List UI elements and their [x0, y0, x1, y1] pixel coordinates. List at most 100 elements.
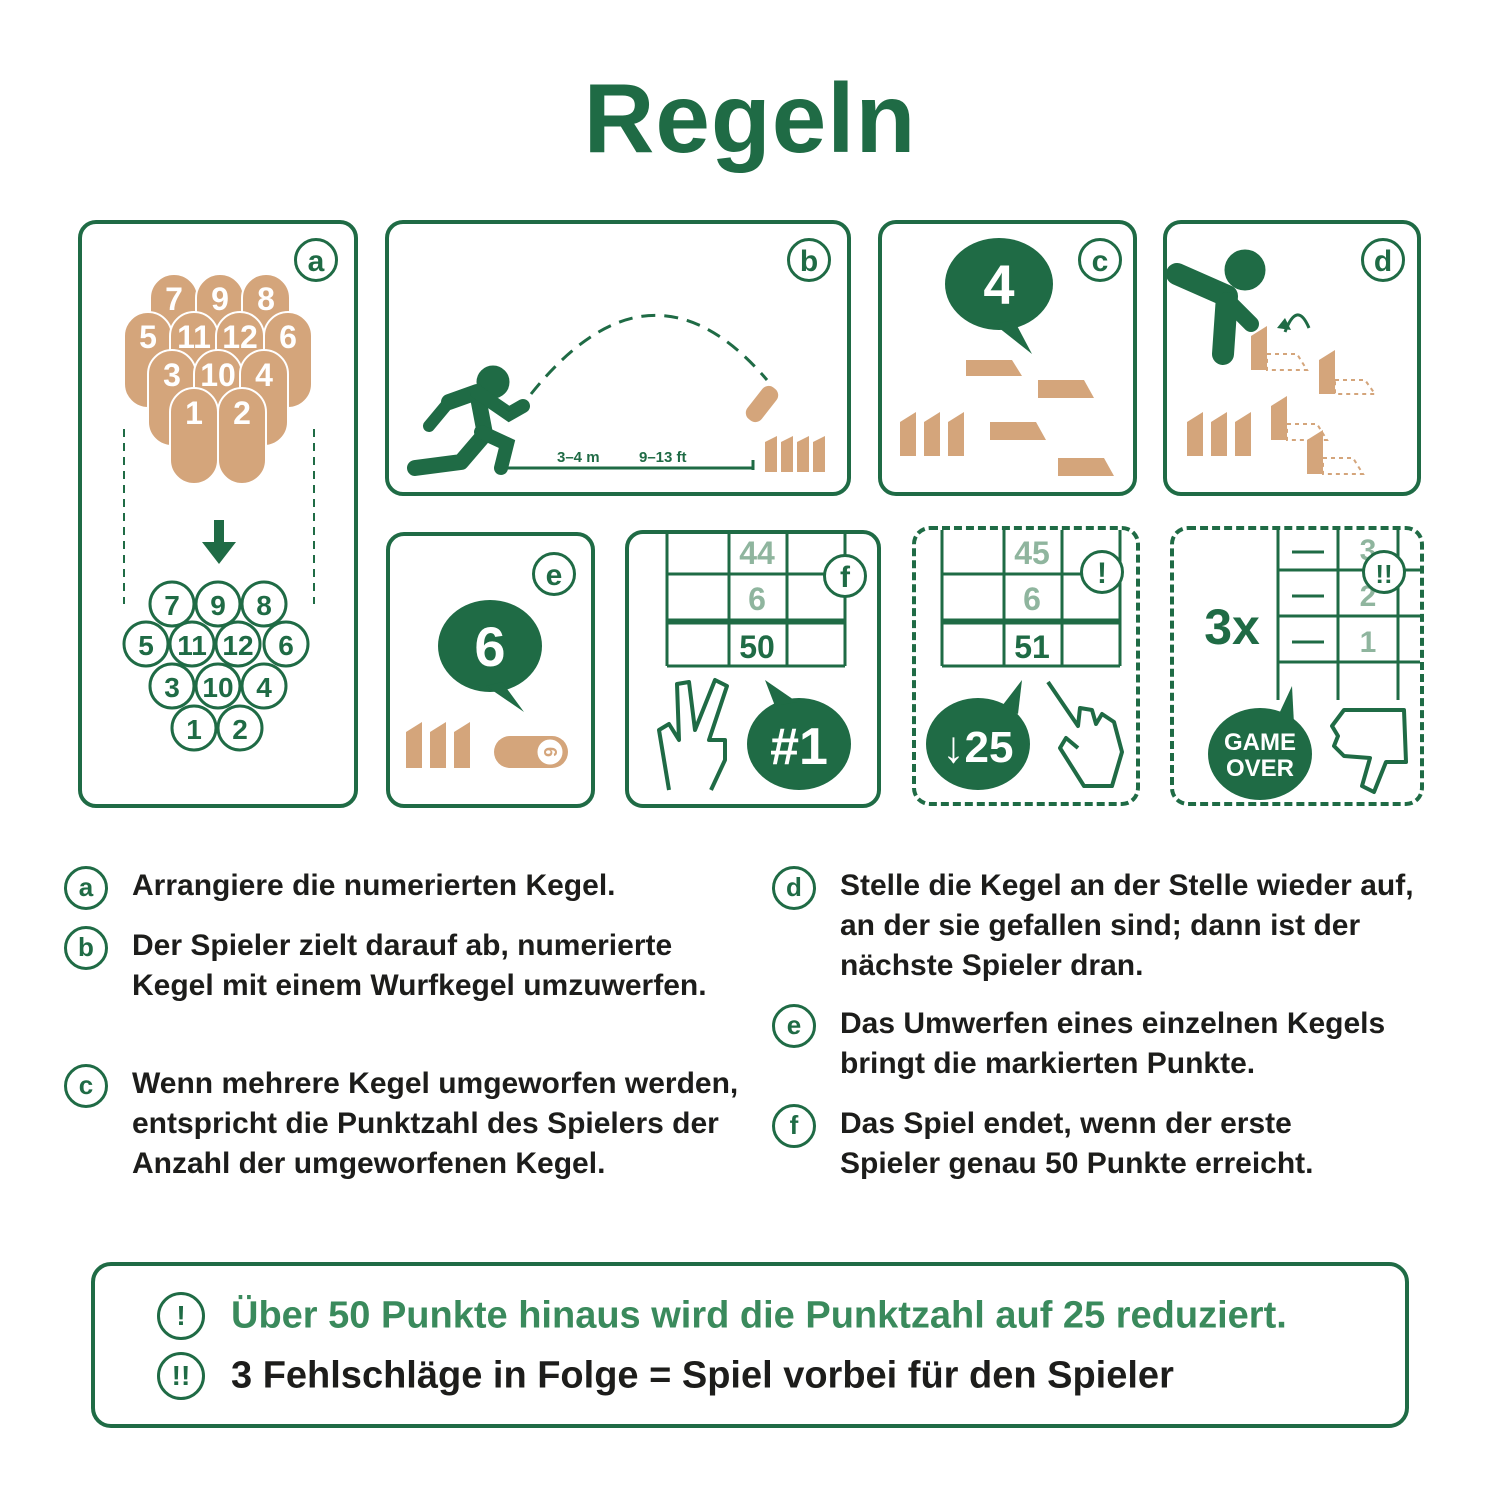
winning-scoreboard-illustration: 44 6 50 #1 [657, 534, 851, 791]
panel-warning-overflow: 45 6 51 ↓25 ! [912, 526, 1140, 806]
svg-text:OVER: OVER [1226, 755, 1294, 782]
svg-text:1: 1 [1360, 626, 1377, 659]
reset-pins-illustration [1167, 249, 1377, 475]
pin-number: 3 [164, 672, 180, 703]
speech-bubble-icon [945, 238, 1053, 330]
runner-icon [407, 365, 530, 476]
pin-number: 12 [222, 630, 253, 661]
speech-bubble-icon [438, 600, 542, 692]
pin-position: 11 [168, 620, 216, 668]
panel-d: d [1163, 220, 1421, 496]
pin-number: 12 [222, 319, 258, 355]
svg-text:6: 6 [748, 581, 766, 617]
single-pin-illustration: 6 6 [406, 600, 568, 768]
panel-warning-game-over: 3 2 1 3x GAME OVER !! [1170, 526, 1424, 806]
notes-box: ! Über 50 Punkte hinaus wird die Punktzah… [91, 1262, 1409, 1428]
rule-text: Das Spiel endet, wenn der erste Spieler … [840, 1107, 1314, 1180]
badge-d: d [1361, 238, 1405, 282]
pin-number: 8 [257, 281, 275, 317]
pin-position: 1 [170, 704, 218, 752]
svg-text:GAME: GAME [1224, 729, 1296, 756]
svg-text:6: 6 [474, 615, 505, 678]
badge-e: e [532, 552, 576, 596]
rule-text: Der Spieler zielt darauf ab, numerierte … [132, 929, 707, 1002]
pin-number: 6 [278, 630, 294, 661]
pin-position: 3 [148, 662, 196, 710]
page-title: Regeln [583, 63, 917, 173]
svg-text:↓25: ↓25 [943, 723, 1014, 772]
pin-number: 10 [200, 357, 236, 393]
badge-a: a [294, 238, 338, 282]
speech-bubble-icon [1208, 708, 1312, 800]
rule-letter: c [64, 1064, 108, 1108]
svg-text:45: 45 [1014, 535, 1050, 571]
pin-number: 7 [165, 281, 183, 317]
pin-position: 7 [148, 580, 196, 628]
rule-letter: d [772, 866, 816, 910]
rule-text: Das Umwerfen eines einzelnen Kegels brin… [840, 1007, 1386, 1080]
thumbs-down-icon [1330, 708, 1408, 794]
note-three-misses: !!3 Fehlschläge in Folge = Spiel vorbei … [157, 1352, 1174, 1400]
pin-number: 2 [232, 714, 248, 745]
bending-person-icon [1167, 249, 1266, 365]
pin-position: 8 [240, 580, 288, 628]
multiple-pins-illustration: 4 [900, 238, 1114, 476]
pin-position: 6 [262, 620, 310, 668]
pin-position: 5 [122, 620, 170, 668]
pin-number: 5 [139, 319, 157, 355]
rule-text: Stelle die Kegel an der Stelle wieder au… [840, 869, 1414, 982]
note-text: Über 50 Punkte hinaus wird die Punktzahl… [231, 1294, 1287, 1337]
svg-text:50: 50 [739, 629, 775, 665]
pin-number: 6 [279, 319, 297, 355]
pin-number: 4 [255, 357, 273, 393]
speech-bubble-icon [926, 698, 1030, 790]
rule-letter: f [772, 1104, 816, 1148]
panel-c: 4 c [878, 220, 1137, 496]
note-text: 3 Fehlschläge in Folge = Spiel vorbei fü… [231, 1354, 1174, 1397]
panel-e: 6 6 e [386, 532, 595, 808]
distance-feet-label: 9–13 ft [639, 449, 687, 466]
pin-number: 4 [256, 672, 272, 703]
standing-pin: 1 [169, 387, 219, 485]
pin-position: 9 [194, 580, 242, 628]
svg-text:6: 6 [1023, 581, 1041, 617]
badge-warning-1: ! [1080, 550, 1124, 594]
badge-warning-2: !! [1362, 550, 1406, 594]
pin-number: 11 [177, 630, 207, 661]
badge-f: f [823, 554, 867, 598]
pin-number: 1 [185, 395, 203, 431]
note-overflow: ! Über 50 Punkte hinaus wird die Punktzah… [157, 1292, 1287, 1340]
svg-text:#1: #1 [770, 718, 828, 776]
panel-f: 44 6 50 #1 f [625, 530, 881, 808]
pin-position: 4 [240, 662, 288, 710]
svg-text:6: 6 [540, 747, 560, 757]
pin-number: 8 [256, 590, 272, 621]
pin-position: 2 [216, 704, 264, 752]
rule-letter: a [64, 866, 108, 910]
victory-hand-icon [657, 678, 729, 791]
pin-number: 2 [233, 395, 251, 431]
pin-number: 3 [163, 357, 181, 393]
throw-illustration: 3–4 m 9–13 ft [407, 313, 825, 476]
pin-number: 10 [202, 672, 233, 703]
rule-letter: e [772, 1004, 816, 1048]
pin-number: 7 [164, 590, 180, 621]
rule-letter: b [64, 926, 108, 970]
score-reduction-illustration: 45 6 51 ↓25 [926, 530, 1124, 790]
note-letter: ! [157, 1292, 205, 1340]
rule-text: Wenn mehrere Kegel umgeworfen werden, en… [132, 1067, 739, 1180]
pin-number: 5 [138, 630, 154, 661]
speech-bubble-icon [747, 698, 851, 790]
pin-position: 12 [214, 620, 262, 668]
badge-c: c [1078, 238, 1122, 282]
rule-text: Arrangiere die numerierten Kegel. [132, 869, 616, 902]
pin-number: 9 [211, 281, 229, 317]
distance-meters-label: 3–4 m [557, 449, 600, 466]
pointing-hand-icon [1046, 680, 1124, 788]
pin-number: 9 [210, 590, 226, 621]
svg-text:51: 51 [1014, 629, 1050, 665]
arrow-down-icon [214, 520, 224, 544]
svg-text:4: 4 [983, 253, 1014, 316]
svg-text:3x: 3x [1204, 599, 1260, 655]
